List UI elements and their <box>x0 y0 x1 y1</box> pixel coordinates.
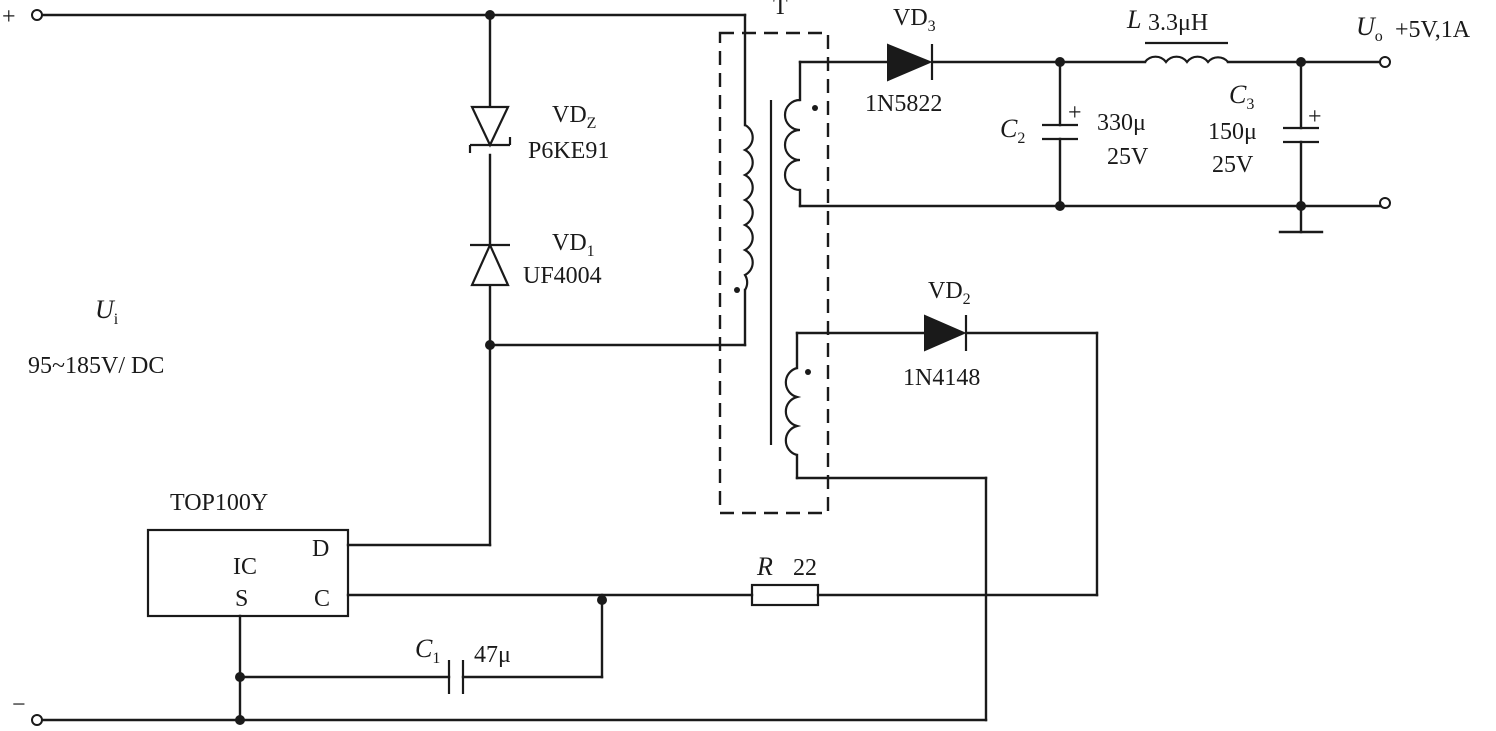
input-voltage-symbol: Ui <box>95 295 119 328</box>
resistor-name: R <box>756 552 773 581</box>
junction-dots <box>235 10 1306 725</box>
resistor <box>750 583 820 607</box>
c3-polarity: + <box>1308 104 1322 130</box>
input-minus-terminal <box>31 714 43 726</box>
ic-top100y <box>146 528 350 618</box>
secondary-winding <box>783 98 801 192</box>
transformer-enclosure <box>718 31 830 515</box>
wires <box>40 13 1382 722</box>
vd2-name: VD2 <box>928 278 971 308</box>
vd3-name: VD3 <box>893 5 936 35</box>
ic-part-label: TOP100Y <box>170 490 268 516</box>
ic-pin-c: C <box>314 586 330 612</box>
c2-name: C2 <box>1000 114 1025 147</box>
vd3-diode <box>887 43 934 82</box>
resistor-value: 22 <box>793 555 817 581</box>
zener-part: P6KE91 <box>528 138 609 164</box>
secondary-dot <box>812 105 818 111</box>
vd1-part: UF4004 <box>523 263 602 289</box>
vd2-diode <box>924 314 968 352</box>
input-minus-label: − <box>12 692 26 718</box>
bias-dot <box>805 369 811 375</box>
zener-diode <box>468 105 512 153</box>
vd1-diode <box>470 242 510 287</box>
vd3-part: 1N5822 <box>865 91 942 117</box>
c2-value: 330μ <box>1097 110 1146 136</box>
zener-name: VDZ <box>552 102 596 132</box>
input-voltage-range: 95~185V/ DC <box>28 353 164 379</box>
output-plus-terminal <box>1379 56 1391 68</box>
c1-name: C1 <box>415 634 440 667</box>
c2-capacitor <box>1042 123 1078 141</box>
ic-pin-d: D <box>312 536 329 562</box>
c3-name: C3 <box>1229 80 1254 113</box>
output-rating: +5V,1A <box>1395 17 1471 43</box>
c1-capacitor <box>447 660 465 694</box>
input-plus-terminal <box>31 9 43 21</box>
transformer-label: T <box>773 0 788 20</box>
inductor-name: L <box>1126 5 1141 34</box>
c2-polarity: + <box>1068 100 1082 126</box>
vd1-name: VD1 <box>552 230 595 260</box>
ic-pin-s: S <box>235 586 248 612</box>
primary-dot <box>734 287 740 293</box>
inductor <box>1144 41 1229 64</box>
ic-label: IC <box>233 554 257 580</box>
output-minus-terminal <box>1379 197 1391 209</box>
bias-winding <box>784 366 802 457</box>
output-symbol: Uo <box>1356 12 1383 45</box>
c3-voltage: 25V <box>1212 152 1254 178</box>
inductor-value: 3.3μH <box>1148 10 1208 36</box>
c3-value: 150μ <box>1208 119 1257 145</box>
c2-voltage: 25V <box>1107 144 1149 170</box>
c3-capacitor <box>1283 126 1319 144</box>
transformer: T <box>718 0 830 515</box>
input-plus-label: + <box>2 4 16 30</box>
terminals <box>31 9 1391 726</box>
primary-winding <box>742 124 754 291</box>
c1-value: 47μ <box>474 642 511 668</box>
vd2-part: 1N4148 <box>903 365 980 391</box>
